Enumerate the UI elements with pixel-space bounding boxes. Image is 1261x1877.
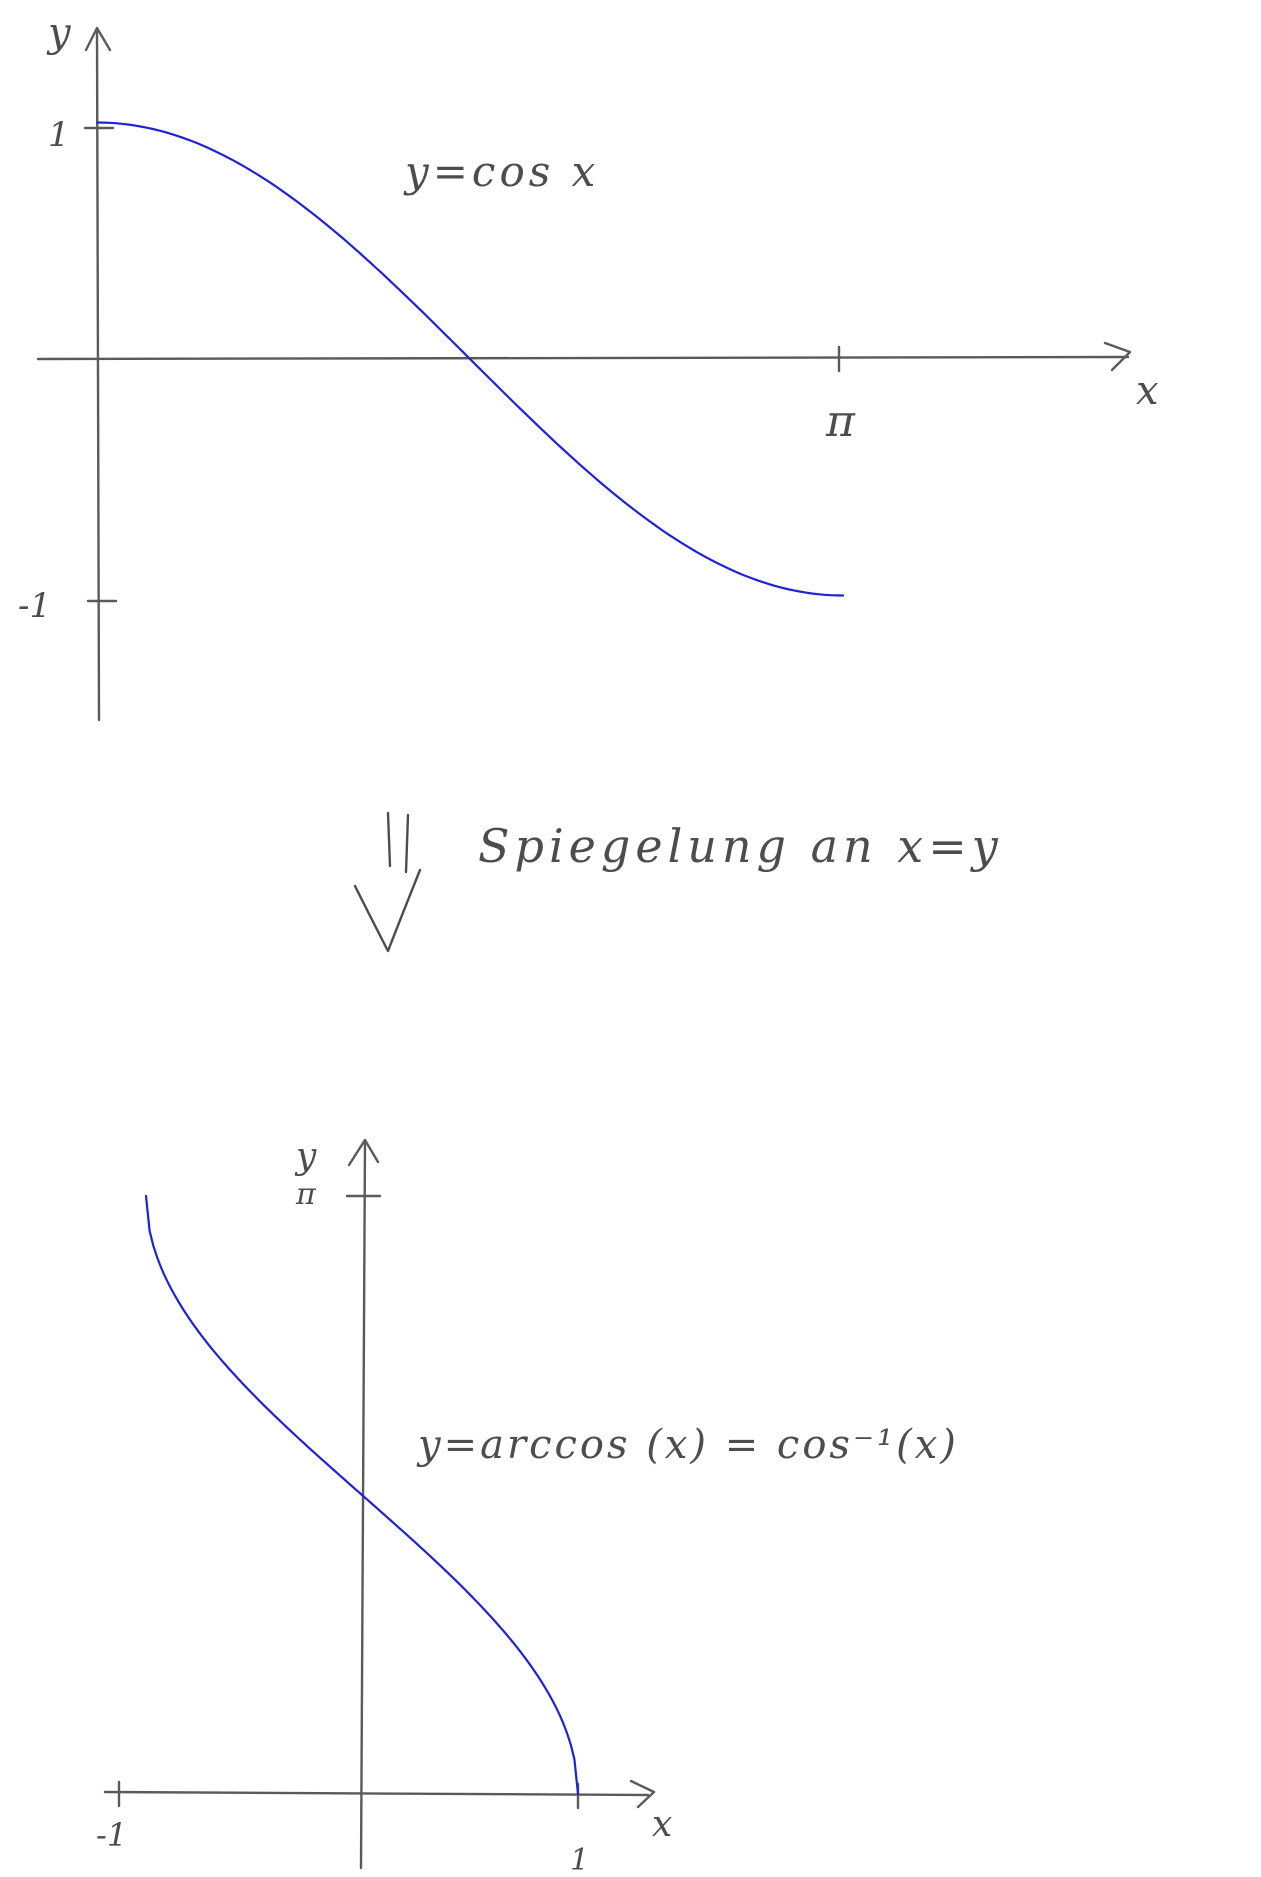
cos-tick-label-y-minus1: -1 bbox=[18, 586, 51, 626]
cos-tick-label-x-pi: π bbox=[825, 396, 856, 447]
cos-annotation: y=cos x bbox=[403, 147, 599, 196]
cos-y-axis-arrowhead bbox=[84, 26, 112, 52]
transition-label: Spiegelung an x=y bbox=[478, 819, 1003, 873]
cos-curve bbox=[95, 121, 845, 597]
arccos-tick-label-x-1: 1 bbox=[570, 1843, 589, 1877]
arccos-plot: π -1 1 y x y=arccos (x) = cos⁻¹(x) bbox=[96, 1136, 959, 1877]
arccos-axis-label-y: y bbox=[294, 1136, 317, 1177]
arccos-y-axis bbox=[359, 1140, 367, 1870]
arccos-annotation: y=arccos (x) = cos⁻¹(x) bbox=[416, 1422, 959, 1468]
cos-x-axis-arrowhead bbox=[1103, 341, 1132, 372]
cos-plot: 1 -1 π y x y=cos x bbox=[18, 10, 1159, 722]
cos-tick-label-y-1: 1 bbox=[48, 115, 70, 155]
arccos-y-axis-arrowhead bbox=[347, 1138, 380, 1167]
cos-x-axis bbox=[36, 355, 1130, 361]
arccos-curve bbox=[144, 1194, 580, 1796]
arccos-x-axis bbox=[103, 1790, 650, 1797]
arccos-tick-label-x-minus1: -1 bbox=[96, 1816, 127, 1854]
cos-y-axis bbox=[95, 28, 101, 722]
down-double-arrow-icon bbox=[353, 811, 422, 953]
arccos-tick-label-y-pi: π bbox=[295, 1177, 317, 1212]
transition-section: Spiegelung an x=y bbox=[353, 811, 1003, 953]
arccos-axis-label-x: x bbox=[652, 1804, 672, 1845]
cos-axis-label-y: y bbox=[46, 10, 72, 56]
arccos-x-axis-arrowhead bbox=[629, 1779, 656, 1809]
cos-axis-label-x: x bbox=[1136, 368, 1159, 414]
